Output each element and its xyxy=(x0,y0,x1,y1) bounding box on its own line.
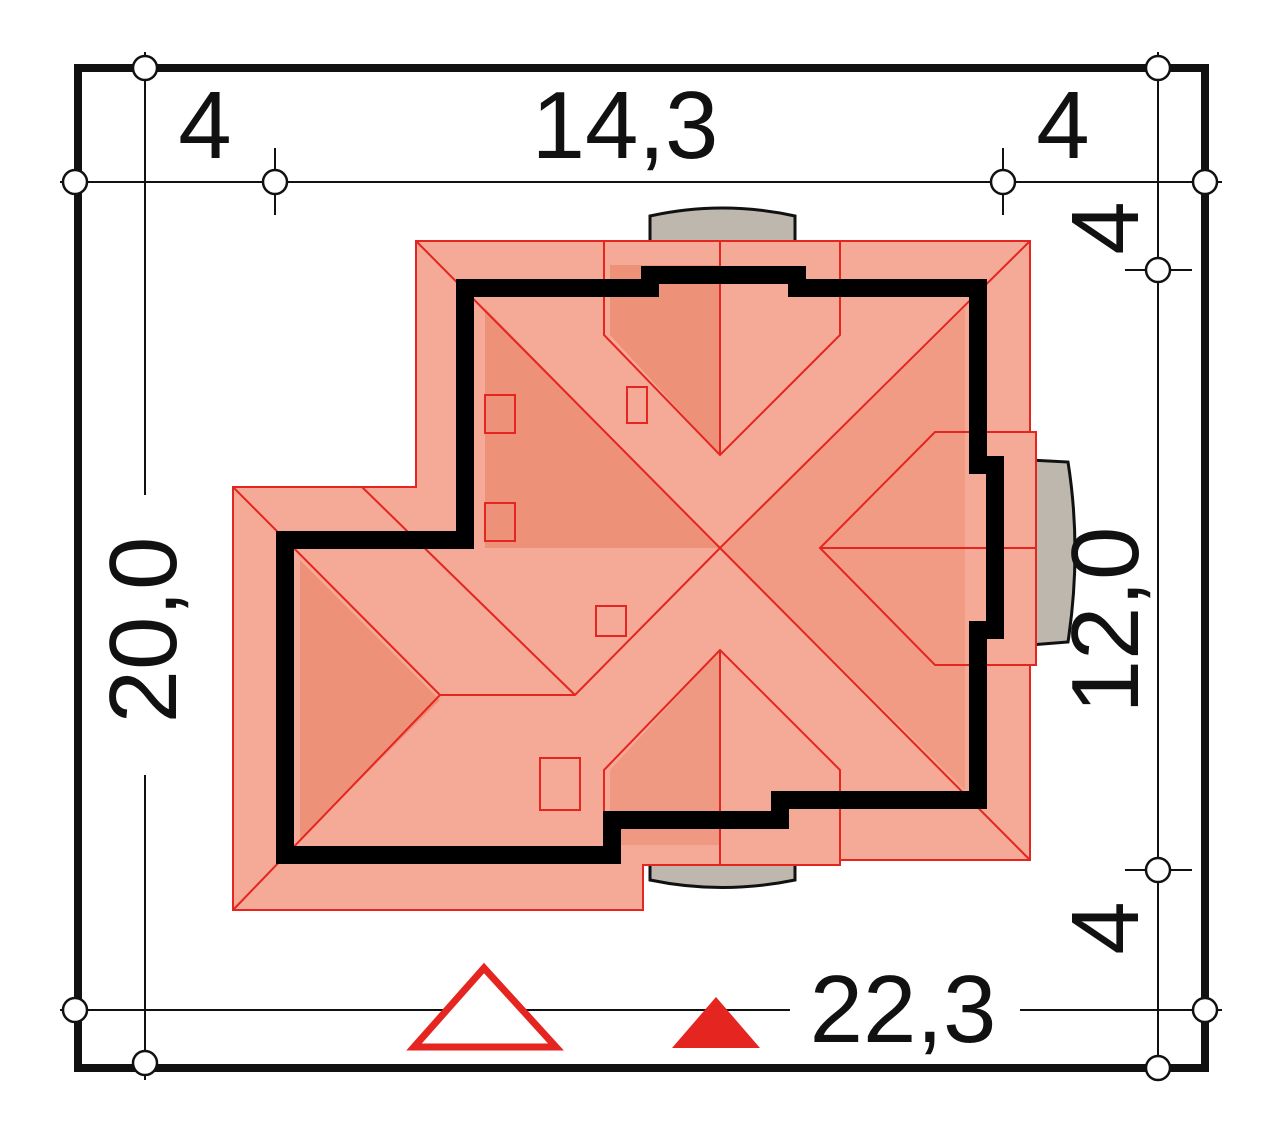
dimension-lines xyxy=(60,52,1222,1080)
dim-top-right-setback: 4 xyxy=(1036,72,1089,179)
building-walls xyxy=(276,266,1004,864)
dimension-nodes xyxy=(61,54,1219,1082)
dim-building-depth: 12,0 xyxy=(1052,527,1159,714)
dim-right-bottom-setback: 4 xyxy=(1052,901,1159,954)
roof xyxy=(232,240,1037,911)
dim-building-width: 14,3 xyxy=(532,72,719,179)
dim-right-top-setback: 4 xyxy=(1052,201,1159,254)
dim-plot-width: 22,3 xyxy=(810,956,997,1063)
entrance-outline-triangle-icon xyxy=(406,962,564,1051)
dim-top-left-setback: 4 xyxy=(178,72,231,179)
entrance-filled-triangle-icon xyxy=(672,997,760,1048)
plot-boundary xyxy=(74,64,1209,1072)
dim-plot-depth: 20,0 xyxy=(90,537,197,724)
